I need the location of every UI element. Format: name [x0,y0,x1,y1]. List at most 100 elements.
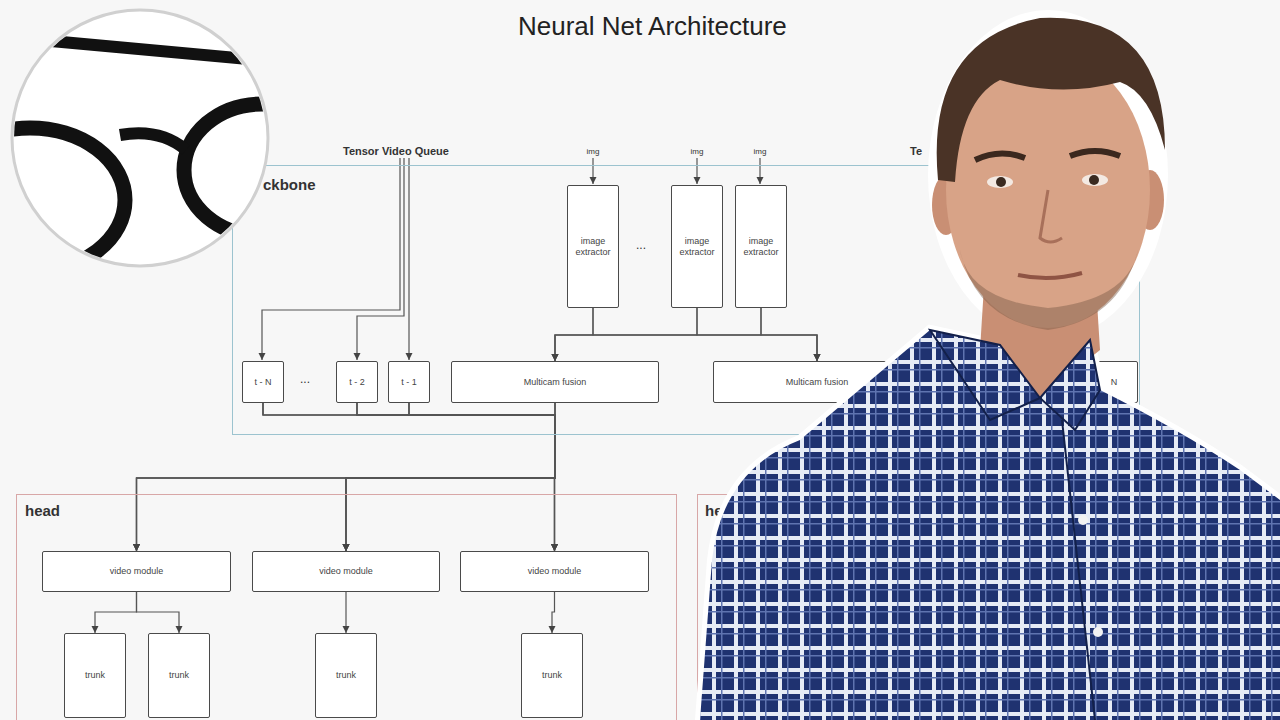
port-label: img [583,147,603,156]
group-heading: ckbone [263,176,316,193]
module-box: Multicam fusion [451,361,659,403]
shirt-collar [930,330,1040,420]
port-label: img [750,147,770,156]
data-flow-arrow [552,592,555,633]
input-wires [262,158,760,360]
nose [1040,190,1062,242]
queue-wire [408,158,409,360]
module-label: video module [317,566,375,577]
eye [987,176,1013,188]
iris [1089,175,1099,185]
ear [1136,170,1164,230]
hair [937,18,1165,182]
data-flow-arrow [263,403,555,551]
module-label: t - 2 [347,377,367,388]
data-flow-arrow [345,592,346,633]
glasses-lens [0,128,125,272]
neck [980,270,1100,398]
plaid-shirt [700,330,1280,720]
module-box: trunk [315,633,377,718]
glasses-lens [184,104,340,236]
ellipsis: ... [636,238,646,252]
module-box: video module [460,551,649,592]
input-wire [759,158,760,184]
eyebrow [1070,151,1120,156]
data-flow-arrow [137,403,556,551]
module-box: image extractor [567,185,619,308]
module-label: Multicam fusion [784,377,851,388]
input-wire [696,158,697,184]
photo-halo [928,10,1168,340]
input-label: Tensor Video Queue [343,145,449,157]
glasses-icon [0,10,340,272]
ellipsis: ... [300,372,310,386]
data-flow-arrow [554,403,556,551]
diagram-title: Neural Net Architecture [518,11,787,42]
data-flow-arrow [137,403,556,551]
data-flow-arrow [95,592,137,633]
data-flow-arrow [357,403,555,551]
module-box: t - 1 [388,361,430,403]
module-box: t - 2 [336,361,378,403]
group-heading: he [705,502,723,519]
module-box: Multicam fusion [713,361,921,403]
iris [996,177,1006,187]
icon-circle [12,10,268,266]
queue-wire [357,158,404,360]
module-label: trunk [334,670,358,681]
module-box: image extractor [735,185,787,308]
module-label: trunk [167,670,191,681]
data-flow-arrow [761,308,817,361]
shirt-button [1078,515,1088,525]
module-box: trunk [521,633,583,718]
module-label: video module [108,566,166,577]
port-label: img [687,147,707,156]
group-band: ckbone image extractor image extractor imag… [232,165,1140,435]
module-label: image extractor [672,236,722,258]
module-label: t - N [253,377,274,388]
module-box: N [1090,361,1138,403]
module-box: trunk [64,633,126,718]
input-label: Te [910,145,922,157]
data-flow-arrow [137,403,556,551]
eye [1082,174,1108,186]
module-label: video module [526,566,584,577]
module-label: N [1109,377,1120,388]
queue-wire [262,158,400,360]
module-box: video module [42,551,231,592]
shirt-button [1093,627,1103,637]
shirt-collar [1040,340,1100,430]
data-flow-arrow [346,403,555,551]
module-label: Multicam fusion [522,377,589,388]
module-label: trunk [83,670,107,681]
glasses-bridge [120,133,186,150]
beard-stubble [960,250,1138,330]
module-box: image extractor [671,185,723,308]
group-band: he [697,494,1280,720]
data-flow-arrow [346,403,555,551]
module-label: t - 1 [399,377,419,388]
person-photo [700,10,1280,720]
data-flow-arrow [263,403,555,551]
glasses-drawing [0,40,340,272]
face [946,52,1150,328]
group-heading: head [25,502,60,519]
data-flow-arrow [137,403,556,551]
eyebrow [975,153,1025,160]
mouth [1018,273,1082,278]
shirt-placket [1062,420,1095,720]
glasses-temple [40,40,280,62]
group-band: head video module video module video module… [16,494,677,720]
data-flow-arrow [555,308,761,361]
data-flow-arrow [346,403,555,551]
module-label: image extractor [568,236,618,258]
data-flow-arrow [137,592,180,633]
data-flow-arrow [409,403,555,551]
module-label: image extractor [736,236,786,258]
module-box: t - N [242,361,284,403]
